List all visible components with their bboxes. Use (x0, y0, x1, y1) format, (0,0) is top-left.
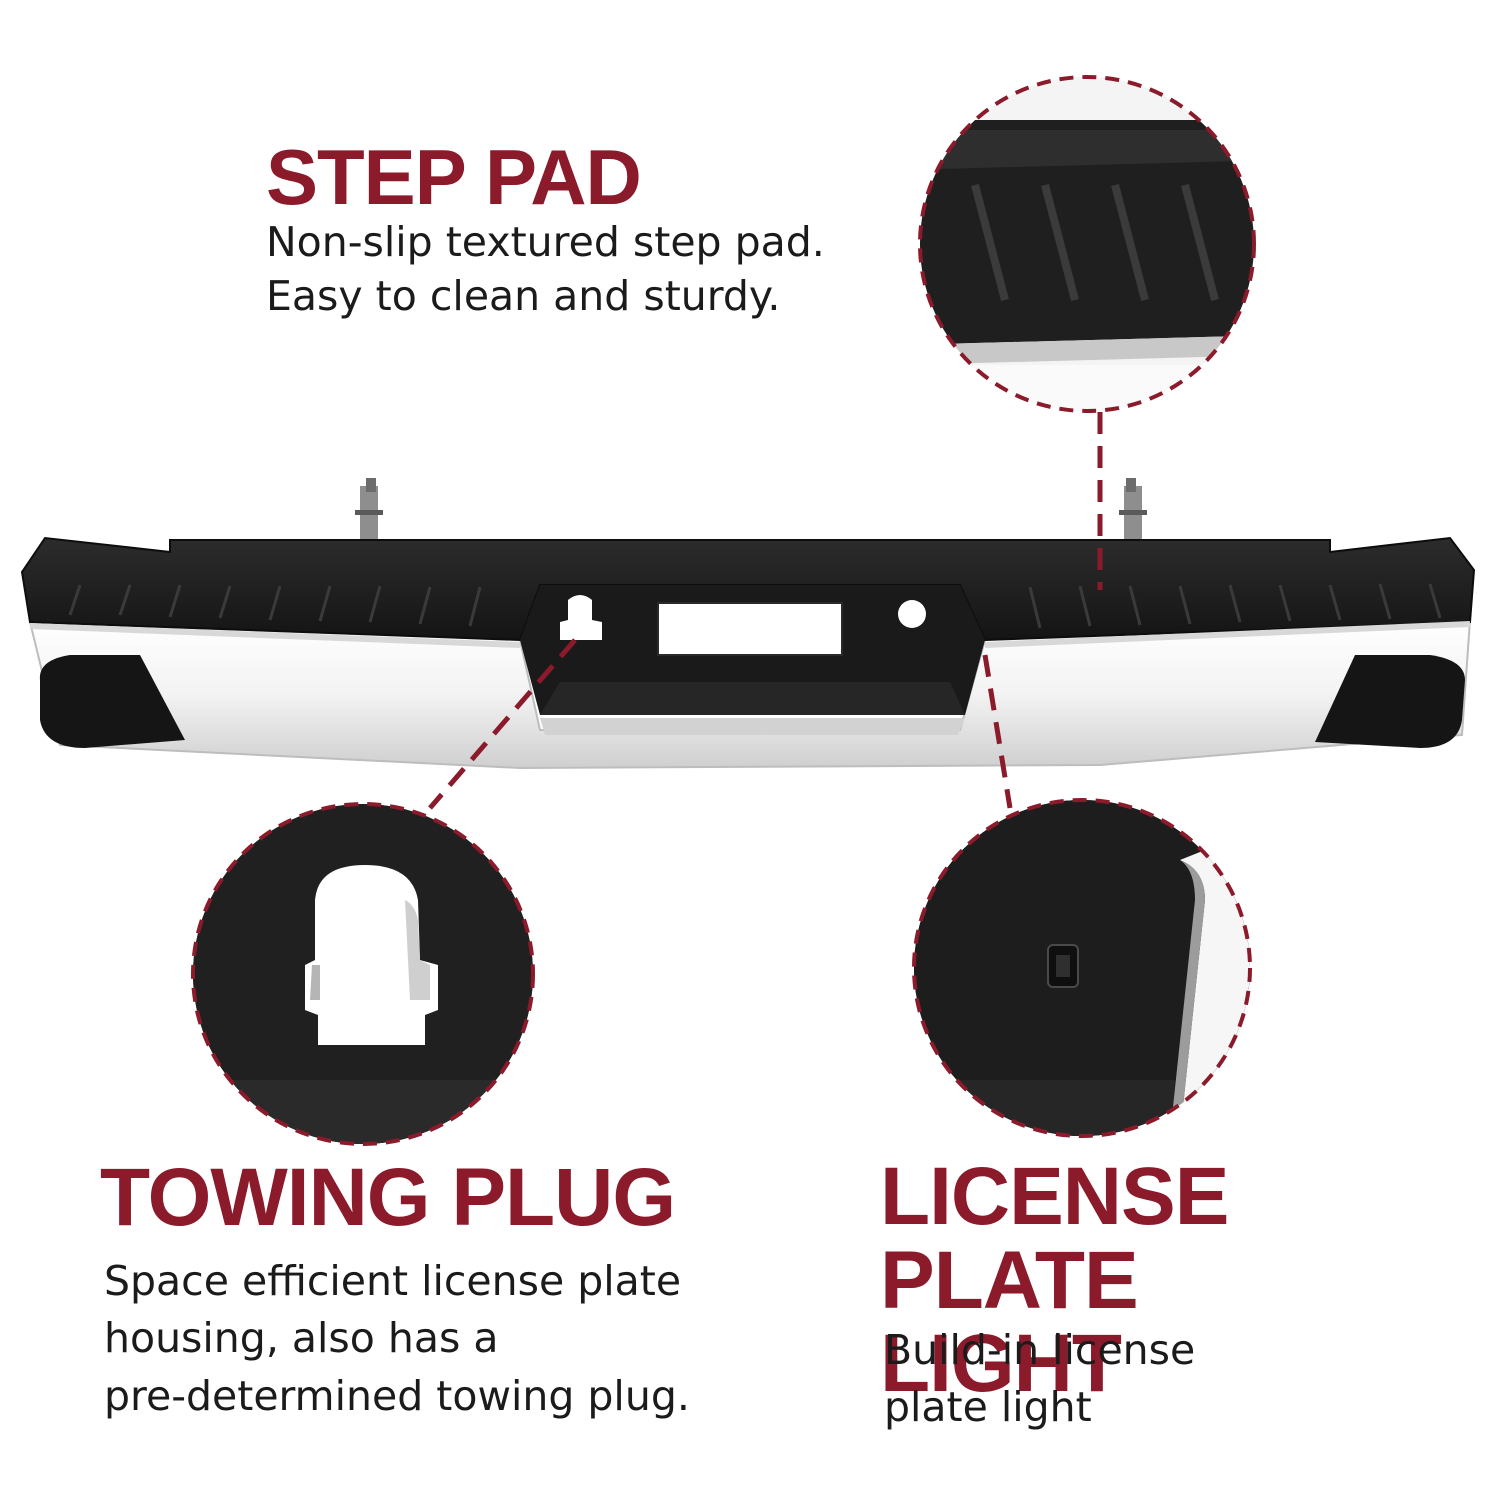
mounting-bracket-right (1119, 478, 1147, 548)
towing-plug-callout (191, 638, 577, 1146)
hitch-opening (898, 600, 926, 628)
license-plate-light-title-line-1: LICENSE PLATE (880, 1151, 1229, 1326)
step-pad-texture (68, 583, 1442, 629)
step-pad-description: Non-slip textured step pad. Easy to clea… (266, 215, 825, 323)
license-plate-light-desc-line-2: plate light (884, 1382, 1092, 1431)
step-pad-desc-line-2: Easy to clean and sturdy. (266, 272, 781, 321)
towing-plug-desc-line-2: housing, also has a (104, 1314, 499, 1363)
corner-step-right (1315, 655, 1465, 748)
towing-plug-desc-line-1: Space efficient license plate (104, 1257, 682, 1305)
license-plate-light-title-line-2: LIGHT (880, 1318, 1122, 1410)
corner-step-left (39, 655, 185, 748)
license-plate-light-callout (912, 654, 1252, 1138)
license-plate-light-description: Build-in license plate light (884, 1322, 1195, 1435)
towing-plug-opening (560, 595, 602, 640)
towing-plug-desc-line-3: pre-determined towing plug. (104, 1371, 690, 1420)
license-plate-light-desc-line-1: Build-in license (884, 1326, 1196, 1374)
step-pad-callout (918, 75, 1256, 590)
license-plate-light-title: LICENSE PLATE LIGHT (880, 1155, 1500, 1406)
step-pad-title: STEP PAD (266, 133, 642, 221)
towing-plug-title: TOWING PLUG (100, 1152, 676, 1243)
mounting-bracket-left (355, 478, 383, 548)
rear-bumper-image (20, 478, 1476, 770)
step-pad-desc-line-1: Non-slip textured step pad. (266, 218, 825, 266)
towing-plug-description: Space efficient license plate housing, a… (104, 1253, 690, 1425)
license-plate-opening (657, 602, 843, 656)
